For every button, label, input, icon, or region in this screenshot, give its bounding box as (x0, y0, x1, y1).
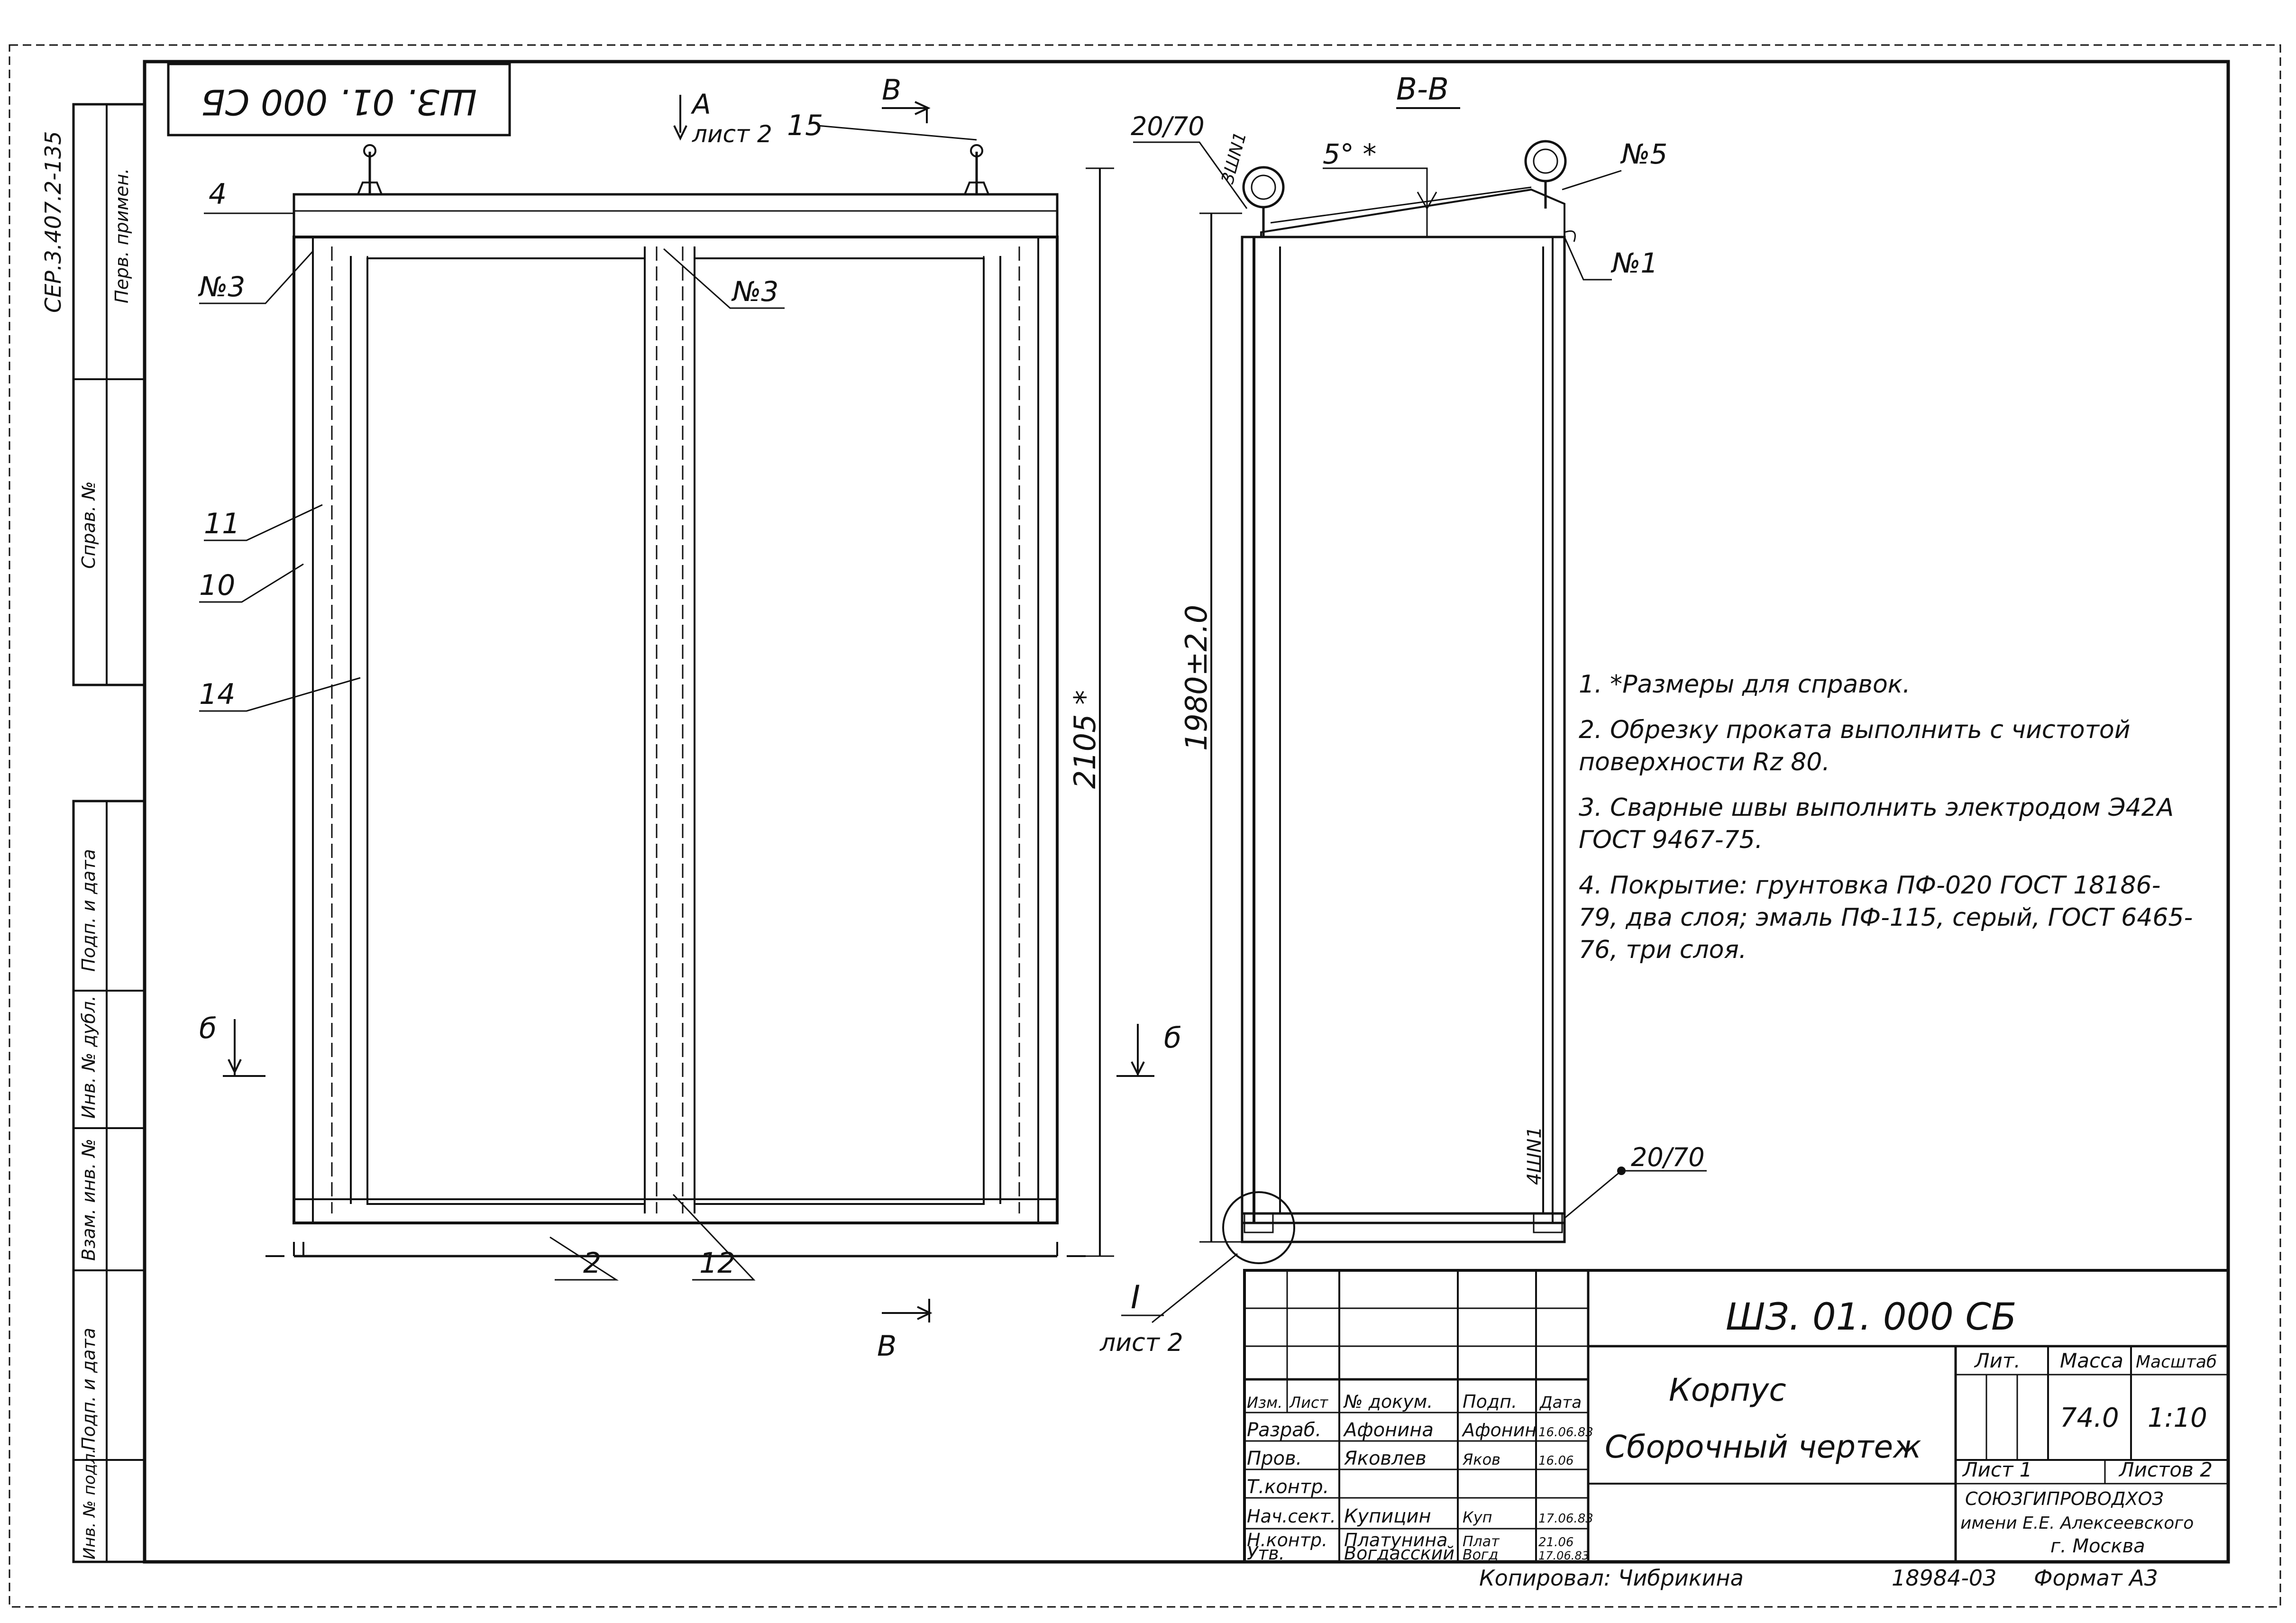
title-name-1: Корпус (1669, 1372, 1786, 1408)
row-sign: Куп (1463, 1508, 1492, 1526)
eye-bolt-left (357, 144, 383, 195)
mass-label: Масса (2060, 1349, 2123, 1372)
technical-notes: 1. *Размеры для справок. 2. Обрезку прок… (1579, 668, 2195, 979)
pos-2: 2 (583, 1247, 601, 1280)
row-date: 21.06 (1538, 1535, 1573, 1550)
footer-number: 18984-03 (1892, 1565, 1996, 1591)
section-title: В-В (1396, 72, 1449, 107)
row-date: 17.06.83 (1538, 1549, 1589, 1562)
hdr-izm: Изм. (1247, 1394, 1282, 1412)
strip-inv-podl: Инв. № подл. (80, 1448, 99, 1559)
detail-sheet: лист 2 (1099, 1329, 1183, 1357)
pos-n1: №1 (1610, 247, 1658, 279)
row-name: Купицин (1344, 1505, 1431, 1527)
org-line-2: имени Е.Е. Алексеевского (1960, 1514, 2194, 1533)
pos-14: 14 (199, 678, 235, 711)
pos-11: 11 (204, 507, 240, 540)
view-a-label: А (690, 88, 711, 120)
angle-label: 5° * (1323, 138, 1376, 170)
dim-1980: 1980±2.0 (1179, 605, 1214, 751)
sheets-total: Листов 2 (2118, 1458, 2213, 1481)
weld-bottom-dim: 20/70 (1631, 1142, 1705, 1172)
weld-bottom-count: 4ШN1 (1524, 1126, 1546, 1185)
series-code: СЕР.3.407.2-135 (40, 131, 66, 313)
pos-n3-left: №3 (198, 271, 245, 303)
row-date: 17.06.83 (1538, 1512, 1593, 1526)
strip-inv-dubl: Инв. № дубл. (78, 995, 99, 1119)
row-date: 16.06.83 (1538, 1425, 1593, 1440)
title-block: ШЗ. 01. 000 СБ Корпус Сборочный чертеж Л… (1243, 1269, 2230, 1564)
footer-copied: Копировал: Чибрикина (1479, 1565, 1744, 1591)
hdr-data: Дата (1539, 1393, 1582, 1412)
row-name: Яковлев (1344, 1448, 1427, 1469)
row-role: Разраб. (1247, 1419, 1321, 1441)
section-b6-label-right: б (1164, 1021, 1181, 1055)
strip-vzam-inv: Взам. инв. № (78, 1139, 99, 1261)
hdr-doc: № докум. (1343, 1391, 1433, 1412)
hdr-list: Лист (1289, 1394, 1328, 1412)
section-b6-label-left: б (199, 1012, 217, 1045)
lit-label: Лит. (1974, 1349, 2021, 1372)
detail-label: I (1131, 1279, 1140, 1316)
row-sign: Плат (1463, 1533, 1500, 1550)
row-role: Т.контр. (1247, 1476, 1329, 1498)
section-b-label-top: В (882, 73, 901, 107)
row-role: Пров. (1247, 1448, 1302, 1469)
row-name: Афонина (1343, 1419, 1434, 1441)
pos-12: 12 (699, 1247, 735, 1280)
svg-text:ШЗ. 01. 000 СБ: ШЗ. 01. 000 СБ (201, 81, 477, 122)
scale-value: 1:10 (2148, 1403, 2207, 1433)
row-sign: Вогд (1463, 1547, 1498, 1563)
strip-podp-data-1: Подп. и дата (78, 849, 99, 972)
row-sign: Яков (1462, 1450, 1500, 1468)
row-name: Вогдасский (1344, 1543, 1454, 1564)
note-2: 2. Обрезку проката выполнить с чистотой … (1579, 716, 2131, 776)
note-1: 1. *Размеры для справок. (1579, 670, 1911, 699)
pos-n3-mid: №3 (731, 275, 778, 308)
row-date: 16.06 (1538, 1454, 1573, 1468)
outer-trim-line (9, 44, 2281, 1608)
org-line-1: СОЮЗГИПРОВОДХОЗ (1965, 1488, 2164, 1509)
side-section-view: В-В I лист 2 1980±2.0 20/70 3Ш (1099, 72, 1707, 1357)
pos-10: 10 (199, 569, 235, 602)
strip-podp-data-2: Подп. и дата (78, 1328, 99, 1450)
weld-top-dim: 20/70 (1131, 111, 1205, 141)
sheet-number: Лист 1 (1962, 1458, 2032, 1481)
title-name-2: Сборочный чертеж (1605, 1429, 1921, 1465)
row-sign: Афонин (1461, 1420, 1537, 1441)
row-role: Нач.сект. (1247, 1506, 1336, 1527)
pos-4: 4 (209, 178, 227, 211)
row-role: Утв. (1247, 1543, 1285, 1564)
front-view: 2105 * А лист 2 В В б б 15 4 №3 №3 11 10… (198, 73, 1181, 1363)
hdr-podp: Подп. (1463, 1391, 1517, 1412)
scale-label: Масштаб (2136, 1352, 2217, 1372)
eye-bolt-right (964, 144, 989, 195)
footer-format: Формат А3 (2034, 1565, 2158, 1591)
section-b-label-bottom: В (877, 1330, 896, 1363)
title-designation: ШЗ. 01. 000 СБ (1726, 1296, 2017, 1339)
pos-15: 15 (787, 109, 823, 142)
org-line-3: г. Москва (2050, 1535, 2145, 1557)
note-3: 3. Сварные швы выполнить электродом Э42А… (1579, 793, 2174, 854)
pos-n5: №5 (1620, 138, 1667, 170)
note-4: 4. Покрытие: грунтовка ПФ-020 ГОСТ 18186… (1579, 871, 2193, 964)
row-name: Платунина (1344, 1530, 1447, 1550)
strip-sprav-no: Справ. № (78, 481, 99, 569)
view-a-sheet: лист 2 (692, 120, 772, 148)
row-role: Н.контр. (1247, 1530, 1327, 1550)
left-strip: СЕР.3.407.2-135 Перв. примен. Справ. № П… (40, 103, 146, 1563)
detail-circle (1222, 1191, 1295, 1264)
mass-value: 74.0 (2060, 1403, 2119, 1433)
dim-2105: 2105 * (1068, 690, 1102, 789)
mirrored-designation-box: ШЗ. 01. 000 СБ (167, 63, 511, 137)
strip-perv-primen: Перв. примен. (111, 168, 132, 303)
